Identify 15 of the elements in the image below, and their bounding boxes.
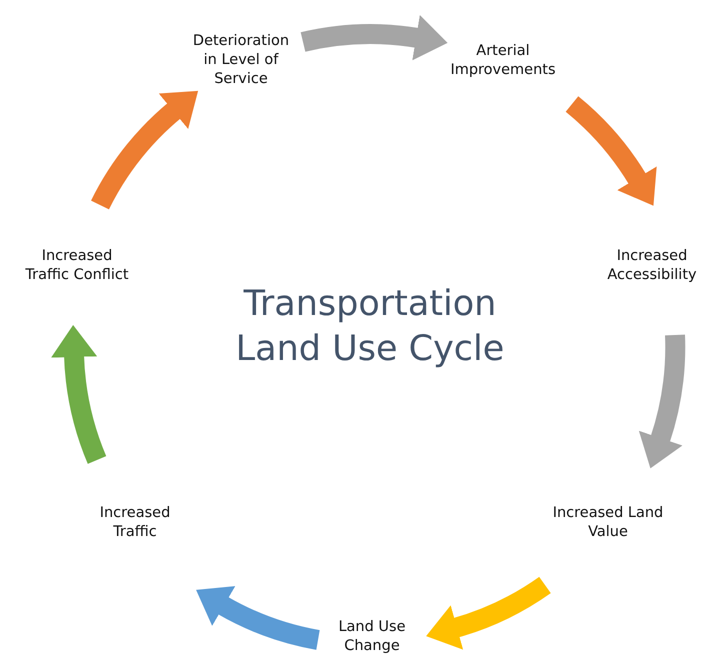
- curved-arrow: [51, 325, 106, 464]
- curved-arrow: [565, 96, 656, 206]
- cycle-step-label: Increased Traffic Conflict: [18, 247, 136, 285]
- curved-arrow: [91, 90, 198, 210]
- curved-arrow: [301, 14, 448, 61]
- cycle-step-label: Deterioration in Level of Service: [186, 32, 296, 89]
- cycle-step-label: Increased Land Value: [533, 504, 683, 542]
- curved-arrow: [638, 334, 685, 469]
- curved-arrow: [426, 576, 550, 650]
- cycle-step-label: Land Use Change: [322, 618, 422, 656]
- diagram-title: Transportation Land Use Cycle: [235, 283, 505, 371]
- curved-arrow: [195, 586, 320, 650]
- cycle-step-label: Increased Traffic: [80, 504, 190, 542]
- cycle-step-label: Increased Accessibility: [590, 247, 714, 285]
- cycle-step-label: Arterial Improvements: [438, 42, 568, 80]
